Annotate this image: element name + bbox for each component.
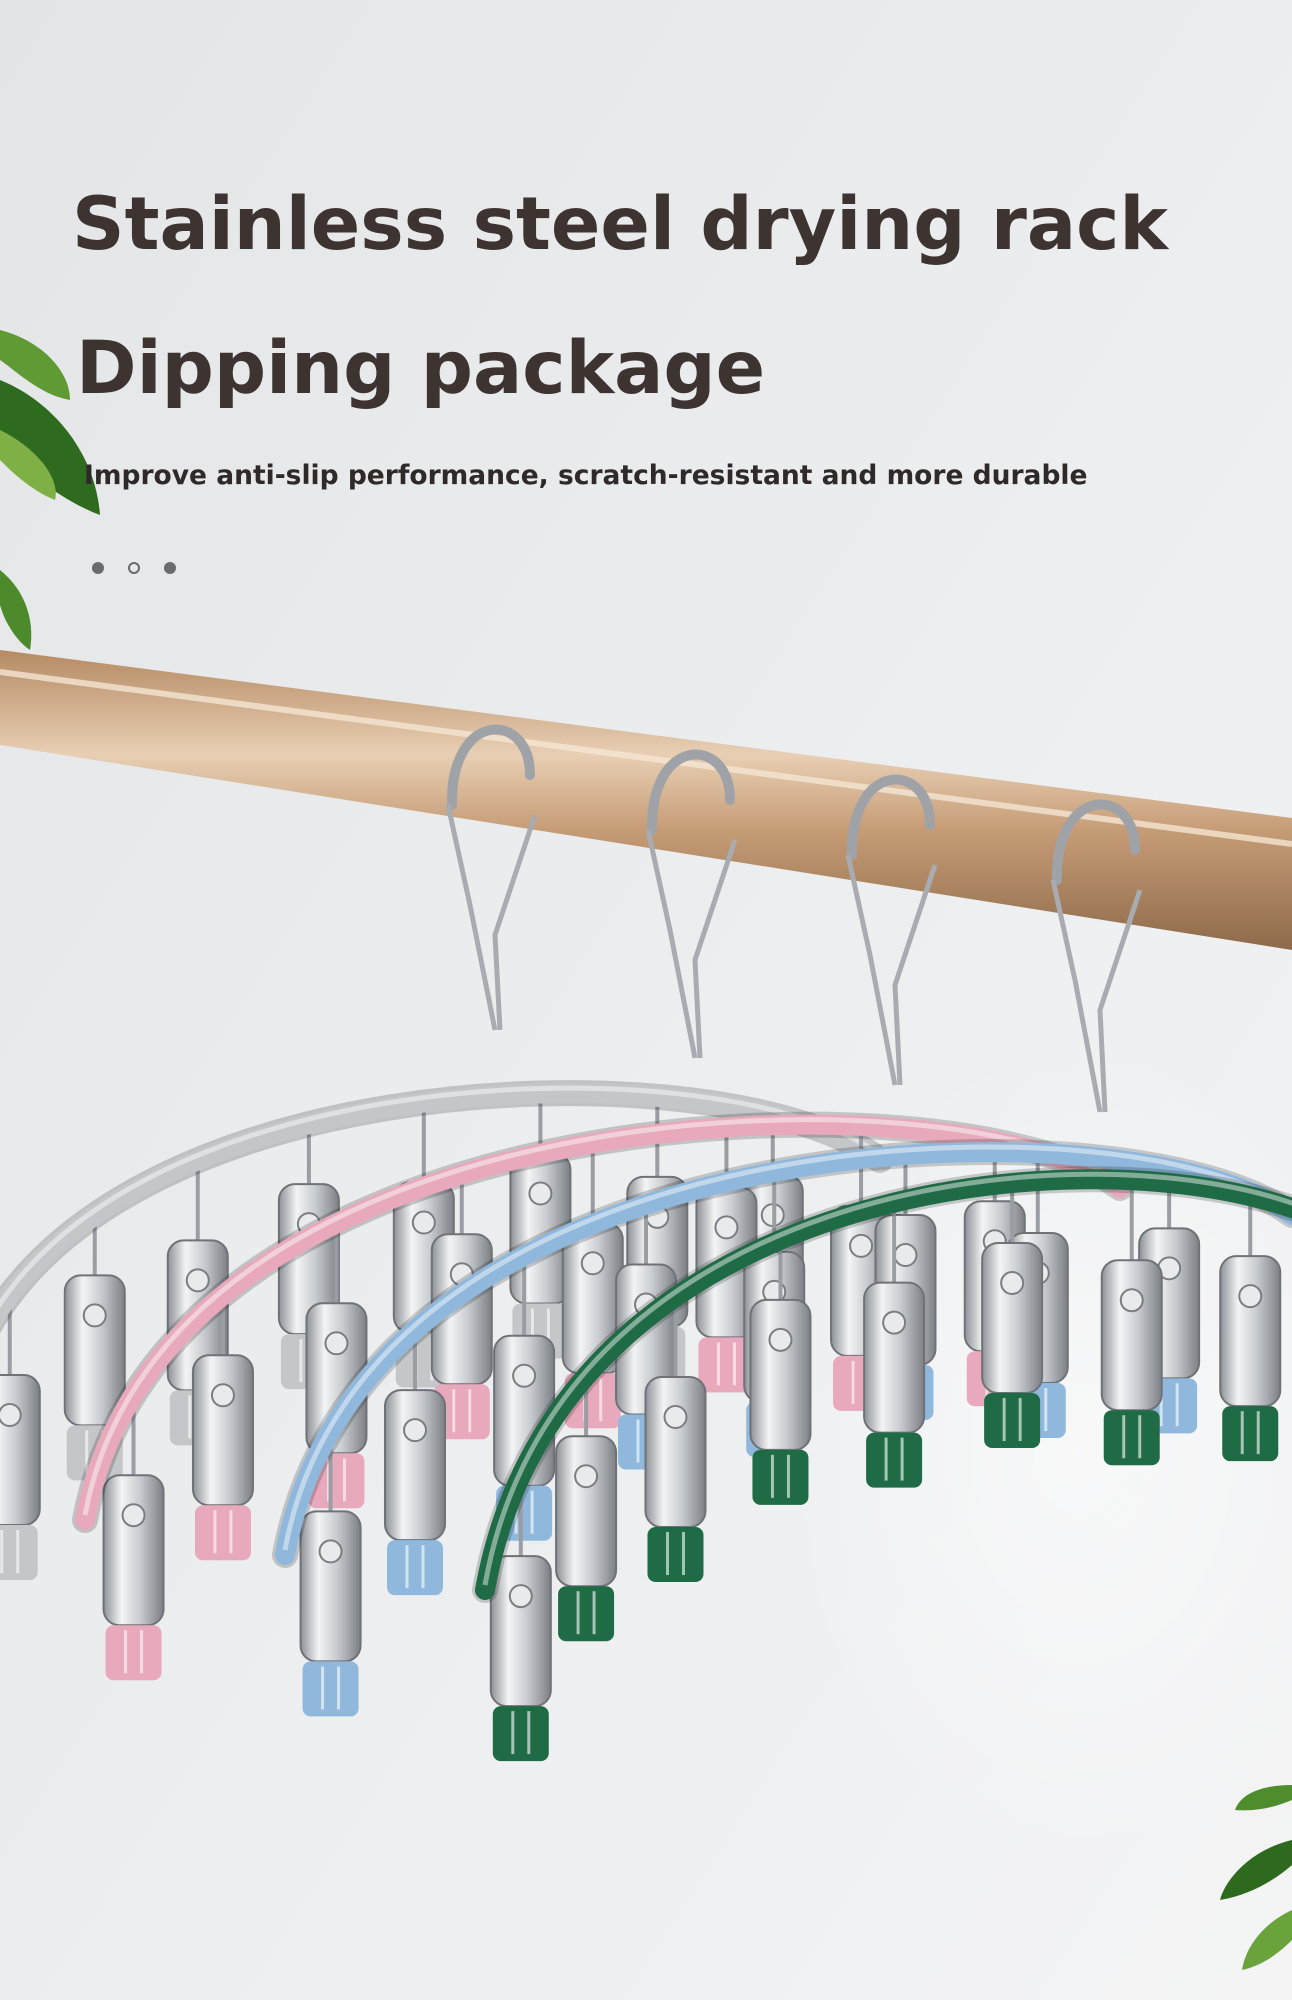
pager-dot [164,562,176,574]
clothes-clip [644,1297,707,1583]
clothes-clip [383,1330,446,1596]
clothes-clip [749,1239,812,1505]
chain-links [445,804,538,1031]
hanger-arc [275,1142,1292,1565]
hook-ring [446,724,535,810]
plant-leaves-right [1220,1785,1292,1970]
hanger-pink [72,749,1133,1681]
headline-line2: Dipping package [76,326,766,411]
hanger-arc [475,1169,1292,1600]
hook-ring [646,749,735,835]
clothes-clip [489,1476,552,1762]
headline-line1: Stainless steel drying rack [72,182,1168,267]
clothes-clip [555,1376,618,1642]
clothes-clip [981,1183,1044,1449]
chain-links [645,829,738,1059]
subtitle: Improve anti-slip performance, scratch-r… [84,460,1088,491]
clothes-clip [102,1395,165,1681]
plant-leaves-left [0,330,100,650]
chain-links [845,854,938,1086]
chain-links [1050,879,1143,1113]
rail-bar [0,650,1292,950]
clothes-clip [1219,1196,1282,1462]
pager-dot [92,562,104,574]
pager-dots [92,562,176,574]
clothes-clip [299,1431,362,1717]
hanger-green [472,799,1292,1762]
hook-ring [1051,799,1140,885]
hook-ring [846,774,935,860]
clothes-clip [863,1202,926,1488]
pager-dot [128,562,140,574]
clothes-clip [1100,1180,1163,1466]
clothes-clip [191,1295,254,1561]
clothes-clip [0,1295,41,1581]
hangers-group [0,724,1292,1762]
